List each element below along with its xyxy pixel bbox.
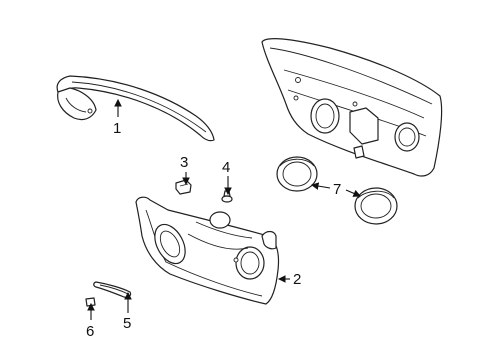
part-5-pull-handle — [93, 281, 132, 298]
part-3-clip — [175, 179, 192, 195]
callout-7: 7 — [333, 181, 341, 198]
callout-5: 5 — [123, 315, 131, 332]
leader-lines — [87, 98, 362, 320]
callout-2: 2 — [293, 271, 301, 288]
part-7-speaker-grilles — [276, 156, 398, 225]
callout-3: 3 — [180, 154, 188, 171]
callout-4: 4 — [222, 159, 230, 176]
callout-1: 1 — [113, 120, 121, 137]
part-4-fastener — [221, 190, 233, 203]
door-inner-panel — [261, 38, 443, 177]
part-1-upper-trim-strip — [56, 75, 215, 142]
part-2-trim-panel — [135, 196, 280, 305]
callout-6: 6 — [86, 323, 94, 340]
